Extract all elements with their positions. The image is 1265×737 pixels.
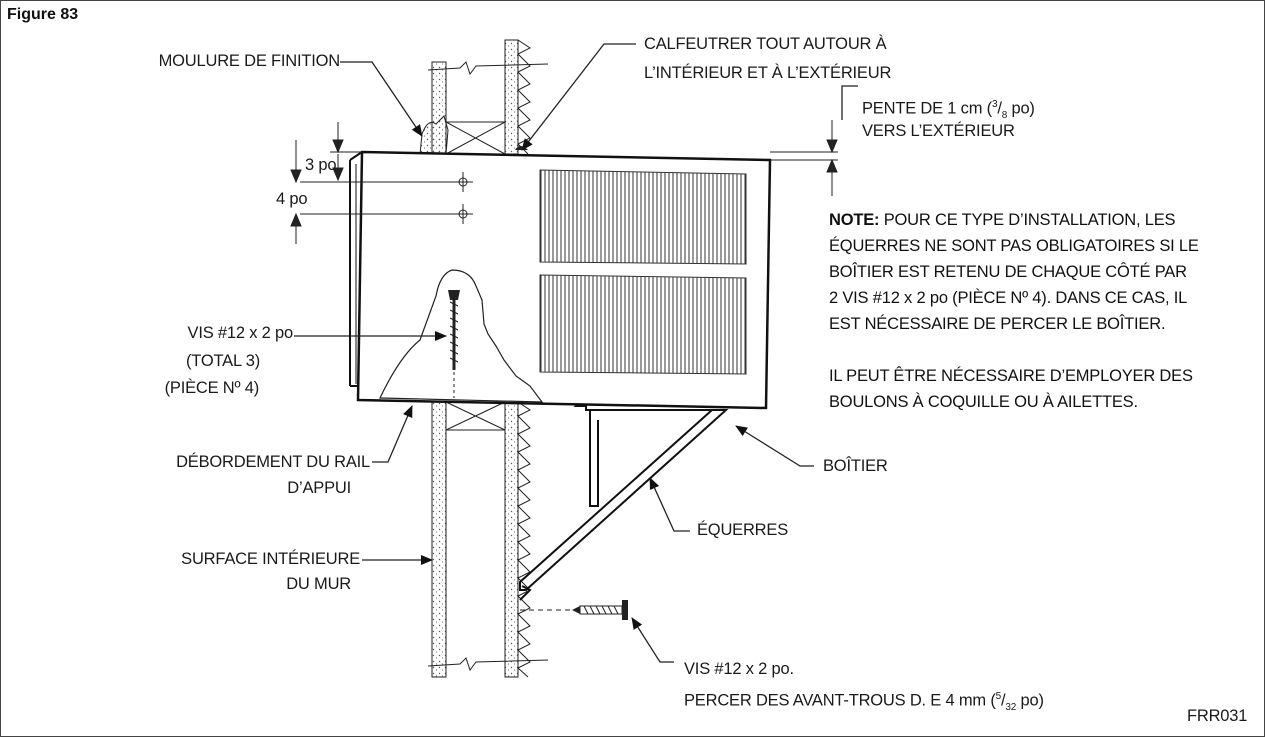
installation-note: NOTE: POUR CE TYPE D’INSTALLATION, LES É…: [829, 207, 1199, 415]
label-caulk-line1: CALFEUTRER TOUT AUTOUR À: [644, 35, 887, 53]
note-line7: BOULONS À COQUILLE OU À AILETTES.: [829, 393, 1138, 411]
label-caulk-line2: L’INTÉRIEUR ET À L’EXTÉRIEUR: [644, 64, 892, 82]
finishing-trim: [419, 115, 449, 155]
wall-exterior-sheathing: [504, 39, 519, 678]
label-overhang-line1: DÉBORDEMENT DU RAIL: [176, 453, 370, 471]
figure-title: Figure 83: [7, 6, 79, 23]
leader-lines: [294, 43, 858, 663]
note-line2: ÉQUERRES NE SONT PAS OBLIGATOIRES SI LE: [829, 237, 1199, 255]
label-screws-line3: (PIÈCE Nº 4): [164, 379, 260, 397]
label-dim-3: 3 po: [305, 156, 337, 174]
note-spacer: [829, 337, 1199, 363]
louver-grilles: [539, 169, 747, 375]
label-slope-line2: VERS L’EXTÉRIEUR: [862, 122, 1015, 140]
dimension-markers: [290, 122, 455, 244]
figure-code: FRR031: [1187, 707, 1248, 725]
label-screws-line2: (TOTAL 3): [186, 352, 260, 370]
label-case: BOÎTIER: [823, 457, 888, 475]
label-bottom-screw-line2: PERCER DES AVANT-TROUS D. E 4 mm (5/32 p…: [684, 691, 1044, 713]
support-brackets: [519, 403, 729, 601]
label-wall-line2: DU MUR: [286, 575, 351, 593]
note-line1: NOTE: POUR CE TYPE D’INSTALLATION, LES: [829, 211, 1176, 229]
mounting-holes: [453, 172, 473, 224]
wall-siding: [517, 39, 531, 678]
label-screws-line1: VIS #12 x 2 po: [187, 324, 294, 342]
label-slope-line1: PENTE DE 1 cm (3/8 po): [862, 99, 1035, 121]
label-overhang-line2: D’APPUI: [287, 479, 351, 497]
note-line4: 2 VIS #12 x 2 po (PIÈCE Nº 4). DANS CE C…: [829, 289, 1188, 307]
cutaway-screw-view: [379, 269, 544, 403]
label-trim: MOULURE DE FINITION: [158, 52, 341, 70]
note-line3: BOÎTIER EST RETENU DE CHAQUE CÔTÉ PAR: [829, 263, 1187, 281]
note-line5: EST NÉCESSAIRE DE PERCER LE BOÎTIER.: [829, 315, 1166, 333]
bottom-mounting-screw: [520, 600, 628, 620]
label-dim-4: 4 po: [276, 190, 308, 208]
slope-indicator: [770, 120, 838, 196]
note-line6: IL PEUT ÊTRE NÉCESSAIRE D’EMPLOYER DES: [829, 367, 1193, 385]
label-brackets: ÉQUERRES: [697, 521, 789, 539]
wall-break-lines: [427, 61, 549, 672]
label-wall-line1: SURFACE INTÉRIEURE: [181, 550, 360, 568]
label-bottom-screw-line1: VIS #12 x 2 po.: [684, 660, 794, 678]
